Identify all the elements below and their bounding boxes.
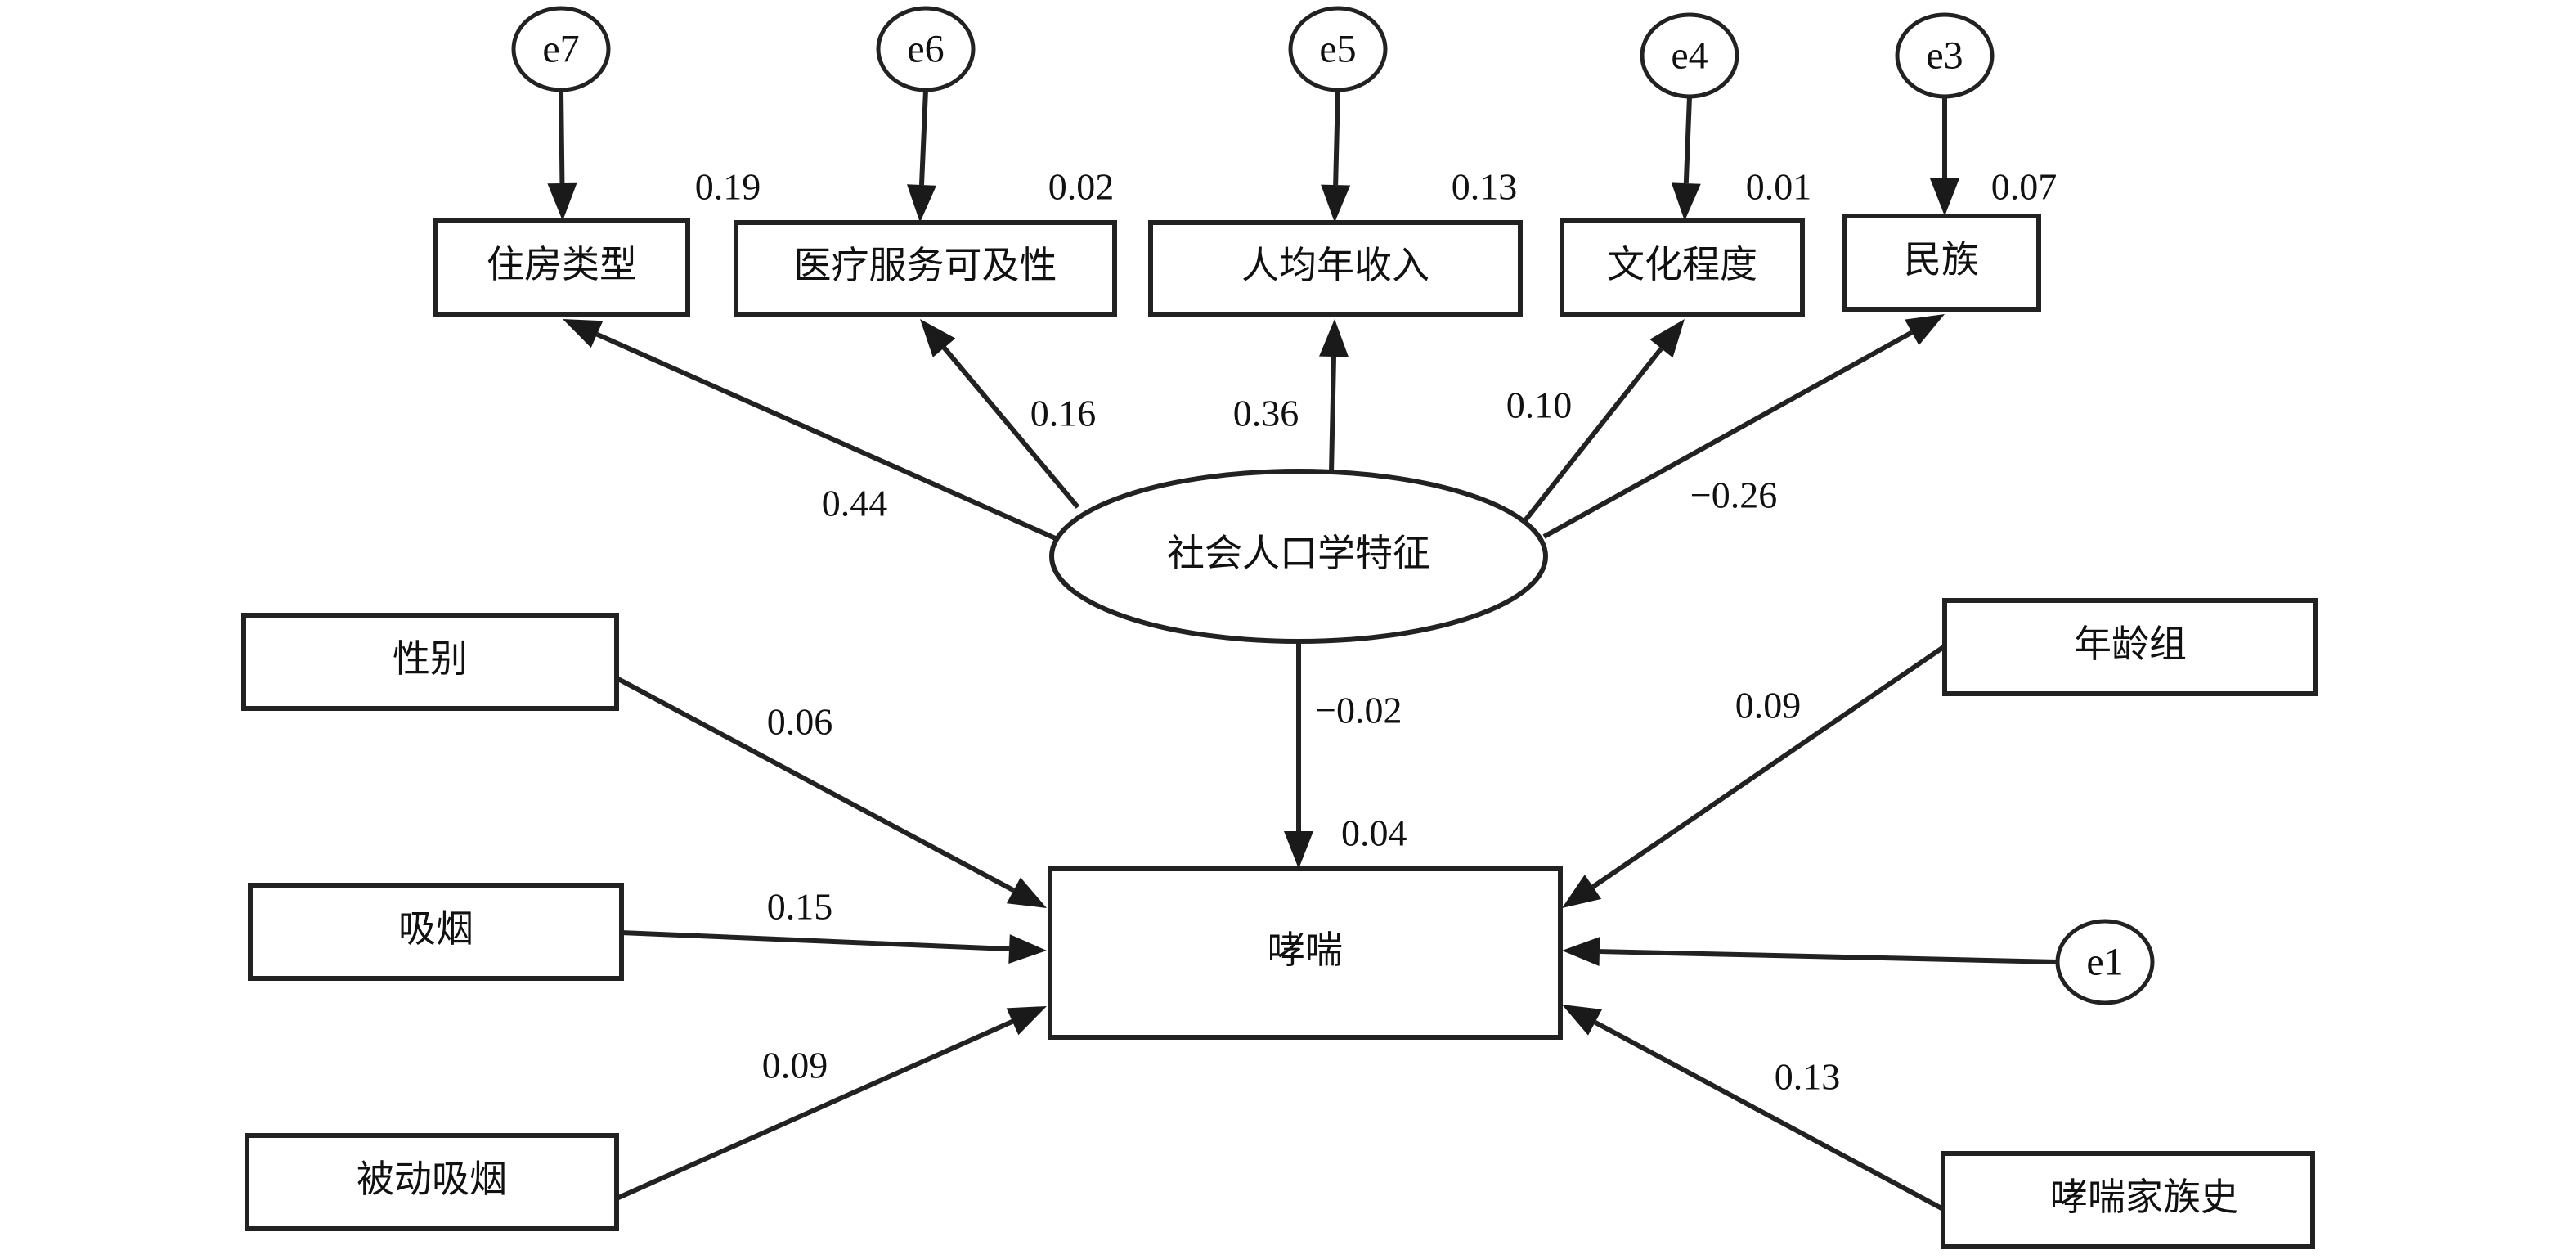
coef-label-passive: 0.09 [762, 1045, 828, 1086]
error-node-e7 [511, 6, 611, 92]
loading-ethnicity-line [1542, 330, 1914, 539]
r2-label-medical: 0.02 [1048, 166, 1115, 208]
predictor-label-sex: 性别 [393, 636, 468, 681]
predictor-sex-line [617, 677, 1015, 893]
error-label-e1: e1 [2086, 941, 2123, 984]
predictor-box-agegroup [1942, 598, 2318, 696]
indicator-label-ethnicity: 民族 [1904, 237, 1979, 281]
predictor-smoking-arrowhead-icon [1008, 934, 1047, 964]
predictor-label-smoking: 吸烟 [398, 906, 473, 951]
error-node-e5 [1288, 6, 1388, 92]
predictor-box-smoking [248, 883, 624, 981]
error-e3-path-arrowhead-icon [1930, 178, 1959, 216]
loading-housing-line [595, 331, 1061, 542]
r2-label-ethnicity: 0.07 [1991, 166, 2058, 208]
indicator-box-education [1560, 218, 1805, 317]
error-label-e4: e4 [1671, 34, 1708, 78]
error-label-e7: e7 [542, 28, 579, 71]
error-e6-path-arrowhead-icon [907, 184, 936, 223]
latent-to-outcome-arrowhead-icon [1284, 831, 1313, 869]
loading-education-arrowhead-icon [1649, 319, 1685, 358]
nodes-layer [241, 6, 2318, 1249]
predictor-passive-line [615, 1019, 1014, 1201]
labels-layer: e7 住房类型 0.19 0.44 e6 医疗服务可及性 0.02 0.16 e5 人均年收入 0.… [357, 28, 2238, 1220]
error-label-e3: e3 [1926, 34, 1963, 78]
coef-label-smoking: 0.15 [767, 886, 833, 928]
error-e1-path-arrowhead-icon [1562, 937, 1600, 967]
error-node-e1 [2055, 919, 2155, 1005]
indicator-label-medical: 医疗服务可及性 [794, 243, 1057, 287]
edges-layer [547, 89, 2058, 1212]
outcome-box-wheeze [1048, 866, 1563, 1040]
predictor-agegroup-line [1591, 644, 1946, 889]
loading-label-ethnicity: −0.26 [1690, 474, 1777, 516]
loading-education-line [1520, 347, 1663, 525]
loading-medical-arrowhead-icon [920, 319, 956, 357]
indicator-label-housing: 住房类型 [487, 242, 637, 286]
predictor-passive-arrowhead-icon [1006, 1006, 1047, 1036]
error-e7-path-line [559, 89, 565, 184]
loading-income-arrowhead-icon [1319, 319, 1349, 357]
r2-label-education: 0.01 [1746, 166, 1812, 208]
loading-medical-line [942, 346, 1080, 509]
error-label-e5: e5 [1319, 28, 1356, 71]
indicator-label-education: 文化程度 [1607, 242, 1757, 286]
coef-label-family: 0.13 [1775, 1056, 1841, 1098]
indicator-label-income: 人均年收入 [1241, 243, 1429, 287]
outcome-label: 哮喘 [1268, 928, 1343, 972]
r2-label-income: 0.13 [1452, 166, 1518, 208]
indicator-box-housing [433, 218, 690, 317]
latent-to-outcome-coef: −0.02 [1315, 690, 1402, 731]
loading-label-income: 0.36 [1233, 393, 1299, 434]
error-node-e6 [876, 6, 976, 92]
error-e6-path-line [918, 89, 928, 186]
error-e1-path-line [1599, 949, 2058, 964]
predictor-label-passive: 被动吸烟 [357, 1157, 507, 1201]
coef-label-agegroup: 0.09 [1735, 685, 1802, 726]
predictor-sex-arrowhead-icon [1006, 877, 1047, 908]
loading-label-housing: 0.44 [822, 483, 888, 524]
predictor-label-family: 哮喘家族史 [2050, 1175, 2238, 1219]
indicator-box-income [1148, 220, 1523, 317]
error-e4-path-arrowhead-icon [1671, 182, 1701, 221]
loading-housing-arrowhead-icon [563, 319, 604, 348]
loading-label-medical: 0.16 [1030, 393, 1097, 434]
indicator-box-ethnicity [1842, 214, 2041, 312]
predictor-smoking-line [621, 930, 1010, 952]
latent-label: 社会人口学特征 [1167, 531, 1430, 575]
predictor-box-family [1941, 1151, 2315, 1249]
predictor-box-sex [241, 613, 619, 711]
error-node-e3 [1895, 12, 1995, 99]
predictor-family-line [1594, 1020, 1945, 1212]
error-e5-path-arrowhead-icon [1321, 184, 1351, 223]
outcome-r2-label: 0.04 [1341, 812, 1407, 854]
error-node-e4 [1640, 12, 1739, 99]
predictor-agegroup-arrowhead-icon [1562, 875, 1602, 908]
predictor-label-agegroup: 年龄组 [2074, 622, 2187, 666]
r2-label-housing: 0.19 [695, 166, 761, 208]
loading-label-education: 0.10 [1506, 384, 1573, 426]
latent-node-demo [1049, 469, 1548, 644]
error-e5-path-line [1333, 89, 1340, 186]
loading-ethnicity-arrowhead-icon [1905, 314, 1945, 346]
predictor-box-passive [245, 1133, 619, 1231]
predictor-family-arrowhead-icon [1562, 1005, 1603, 1036]
error-e7-path-arrowhead-icon [547, 182, 577, 221]
error-e4-path-line [1683, 96, 1692, 184]
error-label-e6: e6 [907, 28, 944, 71]
loading-income-line [1329, 356, 1337, 474]
indicator-box-medical [734, 220, 1117, 317]
coef-label-sex: 0.06 [767, 701, 833, 743]
